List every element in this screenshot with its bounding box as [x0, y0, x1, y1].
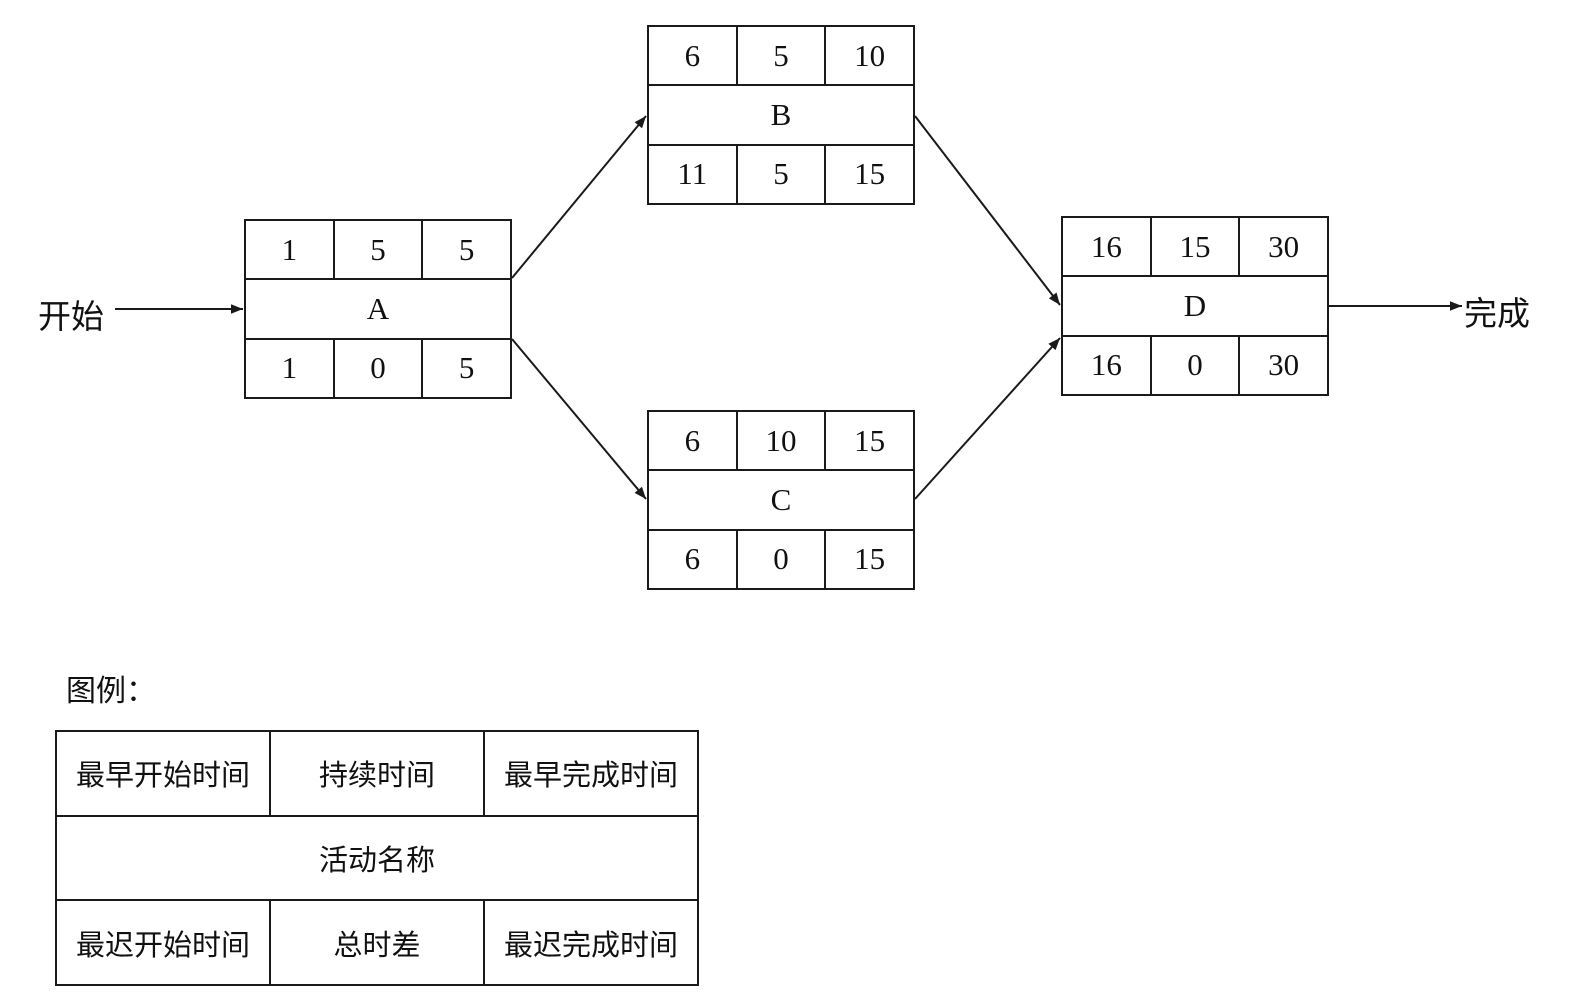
activity-node-d: 16 15 30 D 16 0 30 — [1061, 216, 1329, 396]
node-b-total-float: 5 — [735, 145, 825, 203]
node-a-duration: 5 — [332, 221, 422, 279]
legend-activity-name: 活动名称 — [318, 843, 435, 877]
legend-duration: 持续时间 — [269, 732, 483, 815]
node-d-top-row: 16 15 30 — [1063, 218, 1327, 276]
legend-earliest-finish: 最早完成时间 — [483, 732, 697, 815]
node-d-latest-finish: 30 — [1238, 336, 1327, 394]
node-d-earliest-finish: 30 — [1238, 218, 1327, 276]
legend-earliest-start: 最早开始时间 — [75, 758, 250, 793]
node-d-name: D — [1183, 287, 1207, 323]
activity-node-c: 6 10 15 C 6 0 15 — [647, 410, 915, 590]
legend-total-float: 总时差 — [269, 901, 483, 985]
node-b-duration: 5 — [735, 27, 825, 85]
legend-bottom-row: 最迟开始时间 总时差 最迟完成时间 — [57, 899, 697, 985]
node-c-latest-finish: 15 — [824, 530, 913, 588]
node-d-duration: 15 — [1149, 218, 1239, 276]
node-b-bottom-row: 11 5 15 — [649, 143, 913, 203]
end-label: 完成 — [1464, 294, 1530, 333]
legend-title: 图例： — [66, 674, 156, 709]
node-a-name-row: A — [246, 278, 510, 337]
legend-latest-start: 最迟开始时间 — [75, 927, 250, 962]
arrow-c-to-d — [914, 337, 1061, 500]
node-c-earliest-finish: 15 — [824, 412, 913, 470]
arrow-a-to-c — [511, 338, 647, 500]
node-a-name: A — [366, 290, 390, 326]
node-c-duration: 10 — [735, 412, 825, 470]
node-c-name-row: C — [649, 469, 913, 528]
node-a-earliest-start: 1 — [281, 231, 298, 267]
node-a-total-float: 0 — [332, 339, 422, 397]
node-d-name-row: D — [1063, 275, 1327, 334]
node-a-bottom-row: 1 0 5 — [246, 337, 510, 397]
node-b-name-row: B — [649, 84, 913, 143]
legend-latest-finish: 最迟完成时间 — [483, 901, 697, 985]
node-b-name: B — [770, 96, 792, 132]
node-a-latest-finish: 5 — [421, 339, 510, 397]
node-b-earliest-finish: 10 — [824, 27, 913, 85]
node-a-latest-start: 1 — [281, 350, 298, 386]
node-d-bottom-row: 16 0 30 — [1063, 334, 1327, 394]
node-b-latest-finish: 15 — [824, 145, 913, 203]
node-c-name: C — [770, 481, 792, 517]
node-c-earliest-start: 6 — [684, 422, 701, 458]
arrow-b-to-d — [914, 115, 1061, 306]
node-b-latest-start: 11 — [677, 156, 708, 192]
node-c-bottom-row: 6 0 15 — [649, 528, 913, 588]
node-d-total-float: 0 — [1149, 336, 1239, 394]
node-c-total-float: 0 — [735, 530, 825, 588]
node-b-earliest-start: 6 — [684, 37, 701, 73]
node-a-top-row: 1 5 5 — [246, 221, 510, 279]
node-d-latest-start: 16 — [1090, 347, 1122, 383]
activity-node-a: 1 5 5 A 1 0 5 — [244, 219, 512, 399]
legend-top-row: 最早开始时间 持续时间 最早完成时间 — [57, 732, 697, 815]
start-label: 开始 — [38, 297, 104, 336]
node-d-earliest-start: 16 — [1090, 228, 1122, 264]
node-a-earliest-finish: 5 — [421, 221, 510, 279]
legend-box: 最早开始时间 持续时间 最早完成时间 活动名称 最迟开始时间 总时差 最迟完成时… — [55, 730, 699, 986]
activity-node-b: 6 5 10 B 11 5 15 — [647, 25, 915, 205]
legend-middle-row: 活动名称 — [57, 814, 697, 900]
node-c-latest-start: 6 — [684, 541, 701, 577]
arrow-a-to-b — [511, 115, 647, 279]
node-b-top-row: 6 5 10 — [649, 27, 913, 85]
node-c-top-row: 6 10 15 — [649, 412, 913, 470]
